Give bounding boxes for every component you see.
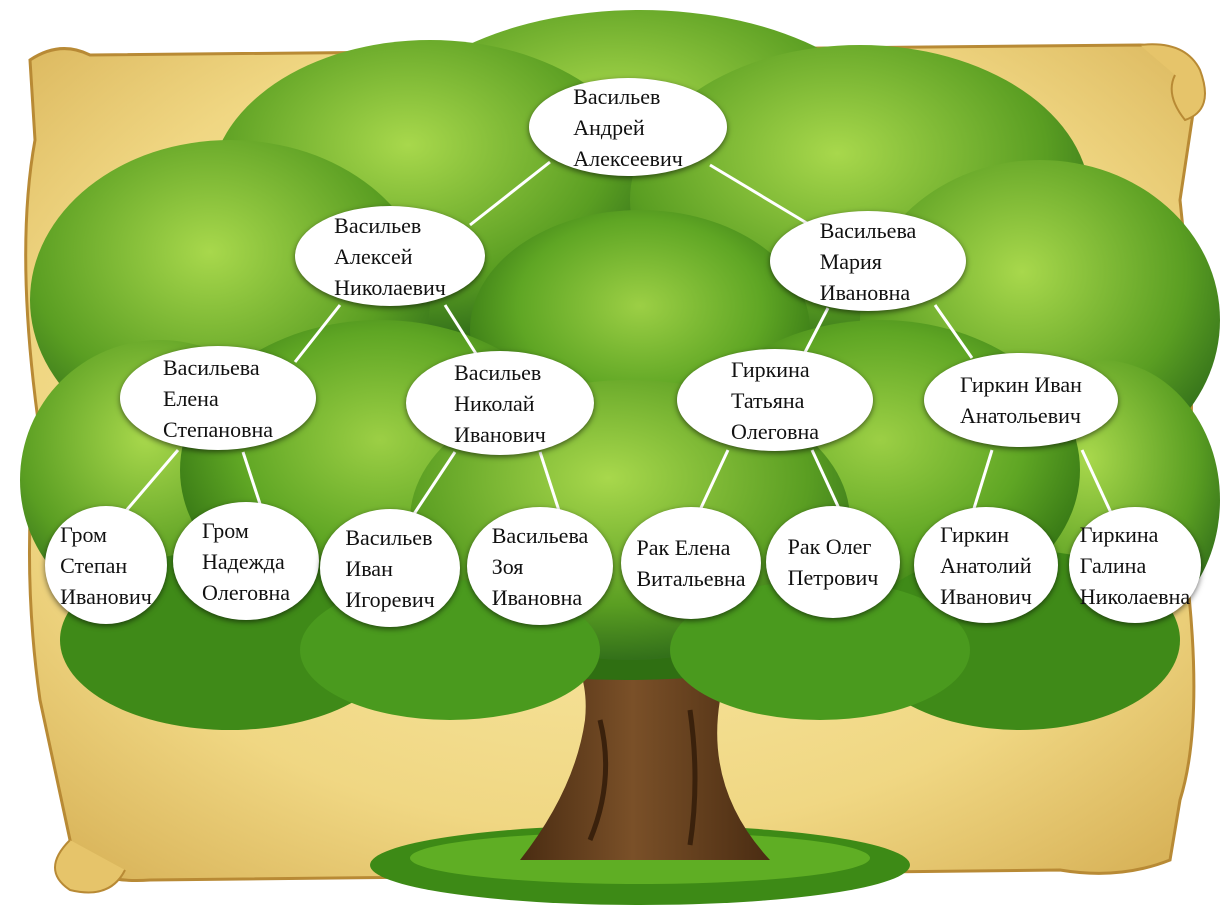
person-node-root[interactable]: Васильев Андрей Алексеевич (529, 78, 727, 176)
person-name: Гиркина Галина Николаевна (1079, 521, 1191, 609)
person-name: Гиркин Иван Анатольевич (960, 372, 1082, 428)
person-name: Васильев Иван Игоревич (345, 524, 435, 612)
person-node-great-grandparent-8[interactable]: Гиркина Галина Николаевна (1069, 507, 1201, 623)
person-name: Рак Елена Витальевна (636, 535, 746, 591)
person-node-maternal-grandmother[interactable]: Гиркина Татьяна Олеговна (677, 349, 873, 451)
person-node-great-grandparent-7[interactable]: Гиркин Анатолий Иванович (914, 507, 1058, 623)
person-node-great-grandparent-5[interactable]: Рак Елена Витальевна (621, 507, 761, 619)
person-name: Гром Надежда Олеговна (201, 517, 291, 605)
person-node-great-grandparent-2[interactable]: Гром Надежда Олеговна (173, 502, 319, 620)
person-node-great-grandparent-4[interactable]: Васильева Зоя Ивановна (467, 507, 613, 625)
person-name: Рак Олег Петрович (787, 534, 879, 590)
person-name: Васильева Зоя Ивановна (491, 522, 589, 610)
person-node-mother[interactable]: Васильева Мария Ивановна (770, 211, 966, 311)
person-name: Васильев Андрей Алексеевич (573, 83, 683, 171)
person-name: Васильева Мария Ивановна (819, 217, 917, 305)
person-node-great-grandparent-6[interactable]: Рак Олег Петрович (766, 506, 900, 618)
person-node-paternal-grandfather[interactable]: Васильев Николай Иванович (406, 351, 594, 455)
person-node-great-grandparent-1[interactable]: Гром Степан Иванович (45, 506, 167, 624)
person-name: Гром Степан Иванович (60, 521, 152, 609)
person-name: Гиркина Татьяна Олеговна (730, 356, 820, 444)
person-name: Васильев Алексей Николаевич (334, 212, 446, 300)
person-name: Васильев Николай Иванович (454, 359, 546, 447)
person-node-great-grandparent-3[interactable]: Васильев Иван Игоревич (320, 509, 460, 627)
person-name: Васильева Елена Степановна (163, 354, 273, 442)
person-node-paternal-grandmother[interactable]: Васильева Елена Степановна (120, 346, 316, 450)
person-node-father[interactable]: Васильев Алексей Николаевич (295, 206, 485, 306)
person-name: Гиркин Анатолий Иванович (940, 521, 1032, 609)
person-node-maternal-grandfather[interactable]: Гиркин Иван Анатольевич (924, 353, 1118, 447)
